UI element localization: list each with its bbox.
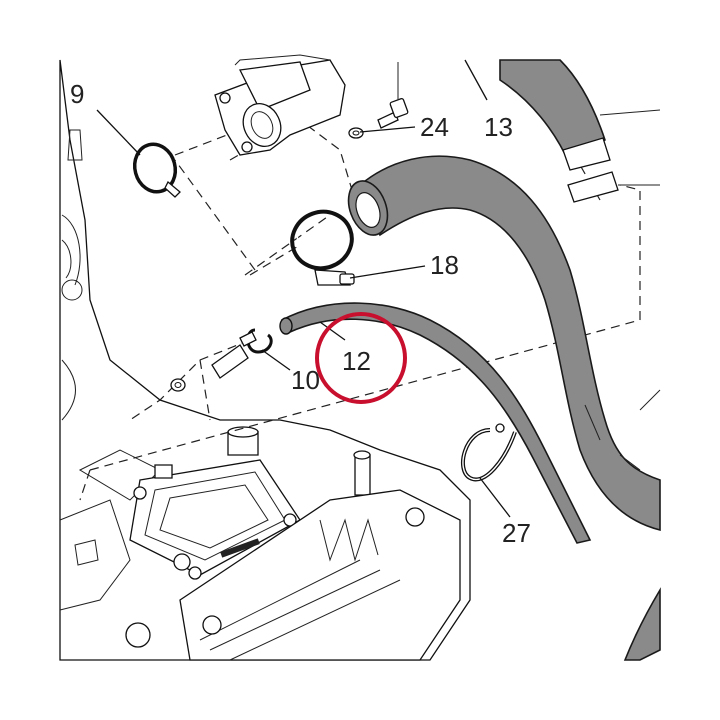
p-clip-27 xyxy=(460,423,517,482)
hose-clamp-18 xyxy=(290,209,355,286)
fitting-10 xyxy=(170,328,273,392)
clamp-9 xyxy=(132,142,181,198)
leader-right-edge xyxy=(639,389,661,411)
bolt-24 xyxy=(348,62,409,139)
callout-12: 12 xyxy=(342,346,371,376)
callout-9: 9 xyxy=(70,79,84,109)
throttle-body-flange xyxy=(129,459,301,580)
hose-13 xyxy=(499,59,661,171)
leader-lines xyxy=(96,59,511,518)
band-clamp xyxy=(567,171,660,203)
thermostat-housing xyxy=(214,54,346,156)
breather-hose-12 xyxy=(279,302,592,544)
engine-block xyxy=(59,59,471,661)
hose-partial-right xyxy=(623,587,661,661)
callout-27: 27 xyxy=(502,518,531,548)
callout-13: 13 xyxy=(484,112,513,142)
callout-18: 18 xyxy=(430,250,459,280)
coolant-hose-main xyxy=(347,155,661,532)
callout-24: 24 xyxy=(420,112,449,142)
highlight-circle-12 xyxy=(315,312,407,404)
callout-10: 10 xyxy=(291,365,320,395)
